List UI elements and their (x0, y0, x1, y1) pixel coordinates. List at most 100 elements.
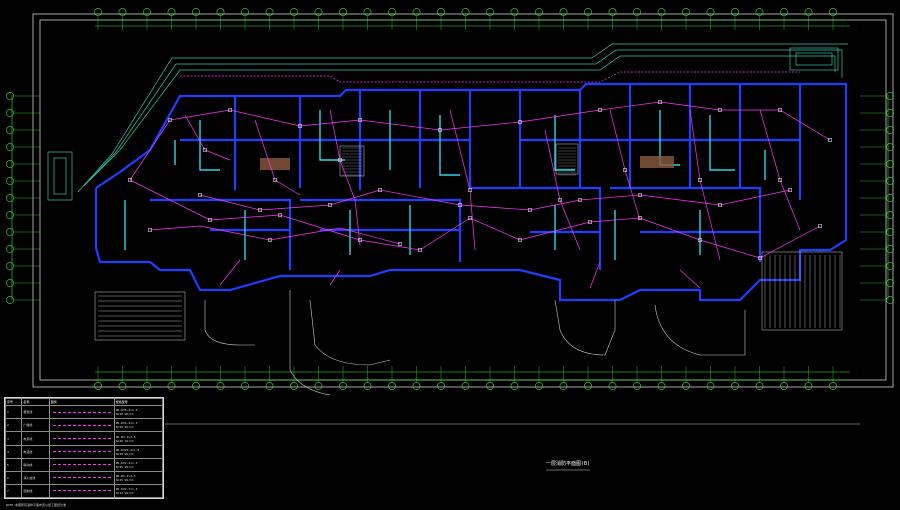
axis-bubble-left (6, 296, 14, 304)
fire-alarm-devices (128, 100, 832, 260)
legend-row-no: 2 (4, 418, 23, 433)
axis-bubble-bottom (216, 382, 225, 390)
legend-row-spec-b: SC32 WC/CC (115, 490, 134, 495)
axis-bubble-bottom (388, 382, 396, 390)
alarm-device (588, 220, 592, 224)
axis-bubble-bottom (755, 382, 764, 390)
legend-row-spec-b: SC20 WC/CC (115, 425, 134, 430)
axis-bubble-bottom (192, 382, 200, 390)
axis-bubble-right (886, 245, 894, 253)
axis-bubble-top (608, 8, 617, 16)
axis-bubble-top (755, 8, 764, 16)
alarm-device (698, 238, 702, 242)
legend-row-symbol (48, 431, 115, 446)
alarm-device (268, 238, 272, 242)
alarm-device (718, 108, 722, 112)
axis-bubble-top (339, 8, 347, 16)
axis-bubble-top (437, 8, 445, 16)
axis-bubble-top (461, 8, 470, 16)
axis-bubble-left (6, 245, 14, 253)
axis-bubble-bottom (314, 382, 323, 390)
alarm-device (638, 193, 642, 197)
axis-bubble-top (388, 8, 396, 16)
axis-bubble-bottom (412, 382, 421, 390)
fire-alarm-wiring (129, 71, 831, 289)
alarm-device (378, 188, 382, 192)
legend-row-spec-a: ZR-RVS-2×1.5 (115, 421, 138, 426)
axis-bubble-left (6, 194, 14, 202)
axis-bubble-right (886, 211, 894, 219)
axis-bubble-top (143, 8, 151, 16)
axis-bubble-left (6, 228, 14, 236)
alarm-device (148, 228, 152, 232)
legend-row-name: 报警线 (21, 405, 50, 420)
legend-row-name: 联动线 (21, 457, 50, 472)
axis-bubble-left (6, 92, 14, 100)
alarm-device (258, 208, 262, 212)
alarm-device (278, 213, 282, 217)
axis-bubble-top (265, 8, 274, 16)
legend-line-sample (52, 451, 111, 453)
axis-bubble-bottom (682, 382, 690, 390)
axis-grid-bubbles (6, 8, 894, 390)
axis-bubble-top (510, 8, 519, 16)
alarm-device (778, 108, 782, 112)
axis-bubble-top (804, 8, 813, 16)
legend-row-spec-b: SC25 WC/CC (115, 464, 134, 469)
legend-header-spec: 规格型号 (113, 397, 164, 407)
alarm-device (418, 248, 422, 252)
alarm-device (698, 178, 702, 182)
legend-row-no: 5 (4, 457, 23, 472)
axis-bubble-top (167, 8, 176, 16)
axis-bubble-bottom (731, 382, 739, 390)
axis-bubble-top (290, 8, 298, 16)
alarm-device (358, 118, 362, 122)
alarm-device (623, 168, 627, 172)
axis-bubble-bottom (657, 382, 666, 390)
alarm-device (758, 256, 762, 260)
axis-bubble-top (780, 8, 788, 16)
axis-bubble-right (886, 194, 894, 202)
separator-lines (165, 423, 860, 471)
axis-bubble-right (886, 296, 894, 304)
axis-bubble-right (886, 177, 894, 185)
axis-bubble-bottom (486, 382, 494, 390)
legend-row-spec-a: ZR-RVS-2×1.5 (115, 408, 138, 413)
axis-bubble-right (886, 228, 894, 236)
alarm-device (198, 193, 202, 197)
alarm-device (828, 138, 832, 142)
axis-bubble-right (886, 160, 894, 168)
axis-bubble-bottom (559, 382, 568, 390)
legend-row-spec-a: ZR-BV-2×2.5 (115, 434, 136, 439)
alarm-device (658, 100, 662, 104)
alarm-device (358, 238, 362, 242)
legend-line-sample (52, 411, 111, 413)
legend-row-no: 3 (4, 431, 23, 446)
axis-bubble-top (706, 8, 715, 16)
axis-bubble-top (559, 8, 568, 16)
axis-bubble-right (886, 279, 894, 287)
alarm-device (128, 178, 132, 182)
axis-bubble-right (886, 262, 894, 270)
axis-bubble-left (6, 160, 14, 168)
axis-bubble-left (6, 109, 14, 117)
legend-line-sample (52, 424, 111, 426)
alarm-device (718, 203, 722, 207)
axis-bubble-bottom (706, 382, 715, 390)
legend-row-no: 1 (4, 405, 23, 420)
axis-bubble-bottom (118, 382, 127, 390)
legend-row-spec-b: SC20 WC/CC (115, 438, 134, 443)
axis-bubble-top (363, 8, 372, 16)
legend-row-spec-a: ZR-RVVP-2×1.0 (115, 447, 140, 452)
axis-bubble-bottom (290, 382, 298, 390)
axis-bubble-left (6, 177, 14, 185)
